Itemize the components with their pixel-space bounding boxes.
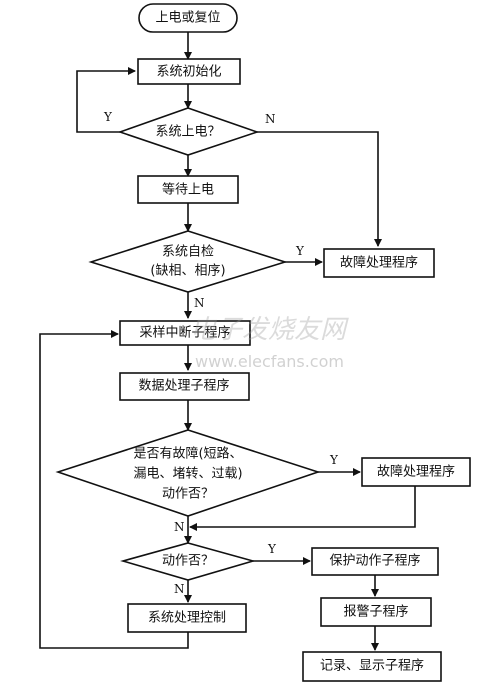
label-fault-check-no: N (174, 520, 185, 534)
node-fault-handler-2: 故障处理程序 (361, 457, 471, 487)
self-check-label-2: (缺相、相序) (150, 264, 225, 279)
fault-check-label-1: 是否有故障(短路、 (133, 446, 242, 462)
arrow-fault-handler-return (189, 486, 416, 531)
connectors (39, 32, 416, 651)
label-fault-check-yes: Y (329, 453, 339, 467)
node-protection-action: 保护动作子程序 (311, 547, 439, 576)
system-control-label: 系统处理控制 (148, 611, 226, 626)
alarm-label: 报警子程序 (343, 604, 408, 620)
init-label: 系统初始化 (156, 65, 221, 80)
fault-check-label-3: 动作否？ (162, 487, 214, 502)
node-wait-power: 等待上电 (137, 175, 239, 204)
label-self-check-no: N (194, 296, 205, 310)
arrow-power-check-no (257, 131, 382, 247)
node-record-display: 记录、显示子程序 (302, 651, 442, 682)
fault-check-label-2: 漏电、堵转、过载) (133, 466, 242, 482)
node-start: 上电或复位 (138, 3, 238, 33)
label-action-no: N (174, 582, 185, 596)
self-check-label-1: 系统自检 (162, 245, 214, 260)
arrow-power-check-yes-loop (76, 67, 136, 133)
node-action-check: 动作否？ (120, 542, 256, 581)
sampling-interrupt-label: 采样中断子程序 (139, 326, 230, 341)
start-label: 上电或复位 (155, 11, 220, 26)
node-data-processing: 数据处理子程序 (119, 372, 250, 401)
record-display-label: 记录、显示子程序 (320, 659, 424, 674)
node-system-control: 系统处理控制 (127, 603, 247, 633)
node-self-check: 系统自检 (缺相、相序) (88, 230, 288, 293)
watermark: 电子发烧友网 www.elecfans.com (190, 315, 349, 371)
node-fault-handler-1: 故障处理程序 (323, 248, 435, 278)
watermark-url: www.elecfans.com (195, 352, 344, 371)
label-action-yes: Y (267, 542, 277, 556)
protection-action-label: 保护动作子程序 (329, 554, 420, 569)
wait-power-label: 等待上电 (162, 182, 214, 198)
node-alarm: 报警子程序 (320, 597, 432, 627)
arrow-control-loop-back (39, 330, 189, 649)
label-power-check-no: N (265, 112, 276, 126)
action-check-label: 动作否？ (162, 554, 214, 569)
data-processing-label: 数据处理子程序 (138, 379, 229, 394)
node-sampling-interrupt: 采样中断子程序 (119, 320, 251, 346)
power-check-label: 系统上电？ (155, 125, 220, 140)
fault-handler-1-label: 故障处理程序 (340, 256, 418, 271)
label-power-check-yes: Y (103, 110, 113, 124)
node-init: 系统初始化 (137, 58, 241, 85)
label-self-check-yes: Y (295, 244, 305, 258)
node-power-check: 系统上电？ (117, 107, 260, 156)
node-fault-check: 是否有故障(短路、 漏电、堵转、过载) 动作否？ (55, 429, 321, 517)
fault-handler-2-label: 故障处理程序 (377, 465, 455, 480)
watermark-cn: 电子发烧友网 (190, 315, 349, 345)
